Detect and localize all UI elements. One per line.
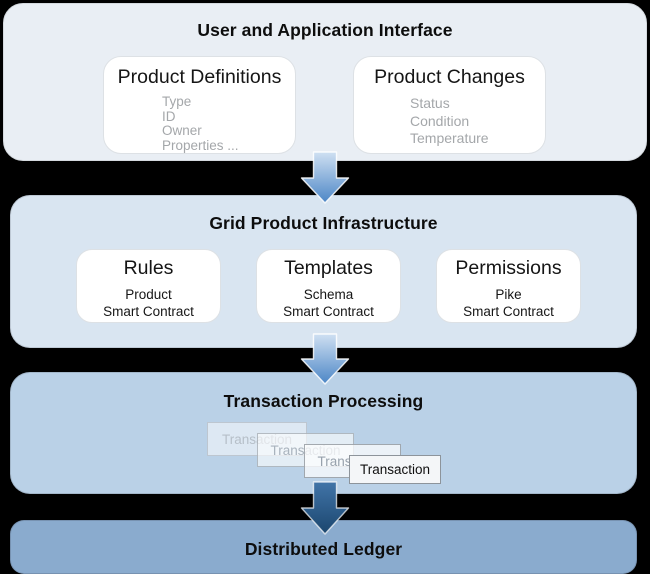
rules-title: Rules (123, 257, 174, 279)
contract-line: Smart Contract (103, 303, 194, 319)
templates-card: Templates Schema Smart Contract (256, 249, 401, 323)
contract-line: Smart Contract (463, 303, 554, 319)
contract-line: Smart Contract (283, 303, 374, 319)
contract-line: Schema (303, 287, 354, 302)
list-item-id: ID (162, 108, 176, 124)
list-item-type: Type (162, 94, 192, 109)
layer-title-distributed-ledger: Distributed Ledger (244, 539, 403, 559)
rules-contract-lines: Product Smart Contract (77, 287, 220, 320)
contract-line: Product (125, 287, 172, 302)
templates-contract-lines: Schema Smart Contract (257, 287, 400, 320)
product-definitions-card: Product Definitions Type ID Owner Proper… (103, 56, 296, 154)
rules-card: Rules Product Smart Contract (76, 249, 221, 323)
product-definitions-title: Product Definitions (117, 66, 282, 88)
list-item-temperature: Temperature (410, 130, 489, 146)
layer-title-user-application-interface: User and Application Interface (197, 20, 453, 40)
permissions-contract-lines: Pike Smart Contract (437, 287, 580, 320)
product-changes-card: Product Changes Status Condition Tempera… (353, 56, 546, 154)
layer-grid-product-infrastructure: Grid Product Infrastructure Rules Produc… (10, 195, 637, 348)
layer-title-transaction-processing: Transaction Processing (223, 391, 424, 411)
templates-title: Templates (284, 257, 373, 279)
transaction-label: Transaction (359, 462, 431, 477)
list-item-status: Status (410, 95, 450, 111)
contract-line: Pike (495, 287, 522, 302)
permissions-card: Permissions Pike Smart Contract (436, 249, 581, 323)
layer-transaction-processing: Transaction Processing Transaction Trans… (10, 372, 637, 494)
list-item-condition: Condition (410, 112, 470, 129)
layer-title-grid-product-infrastructure: Grid Product Infrastructure (209, 213, 438, 233)
product-definitions-list: Type ID Owner Properties ... (162, 94, 295, 153)
permissions-title: Permissions (455, 257, 562, 279)
layer-distributed-ledger: Distributed Ledger (10, 520, 637, 574)
transaction-box-front: Transaction (349, 455, 441, 484)
product-changes-title: Product Changes (374, 66, 525, 88)
list-item-properties: Properties ... (162, 137, 239, 153)
layer-user-application-interface: User and Application Interface Product D… (3, 3, 647, 161)
product-changes-list: Status Condition Temperature (410, 95, 545, 148)
list-item-owner: Owner (162, 123, 202, 139)
